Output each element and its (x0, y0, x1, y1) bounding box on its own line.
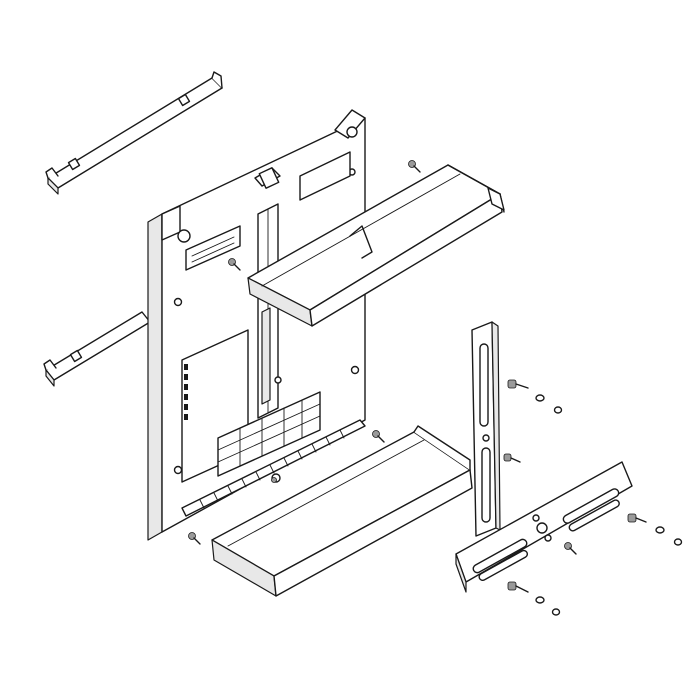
bolt-set-4 (503, 453, 521, 463)
upper-tray-cover (247, 164, 505, 327)
self-tapping-screw-3 (372, 430, 385, 443)
bolt-set-1 (507, 379, 563, 414)
self-tapping-screw-5 (564, 542, 577, 555)
self-tapping-screw-6 (271, 477, 277, 483)
self-tapping-screw-4 (188, 532, 201, 545)
self-tapping-screw-2 (228, 258, 241, 271)
lower-mounting-rail (43, 311, 151, 387)
vent-slits (184, 364, 188, 420)
self-tapping-screw-1 (408, 160, 421, 173)
horizontal-slotted-bracket (455, 461, 633, 593)
bottom-ribs (199, 429, 345, 509)
vertical-slotted-bracket (471, 321, 501, 537)
bolt-set-2 (627, 513, 683, 546)
bolt-set-3 (507, 581, 561, 616)
main-frame (147, 109, 366, 541)
upper-mounting-rail (45, 71, 223, 195)
lower-tray-cover (211, 425, 473, 597)
